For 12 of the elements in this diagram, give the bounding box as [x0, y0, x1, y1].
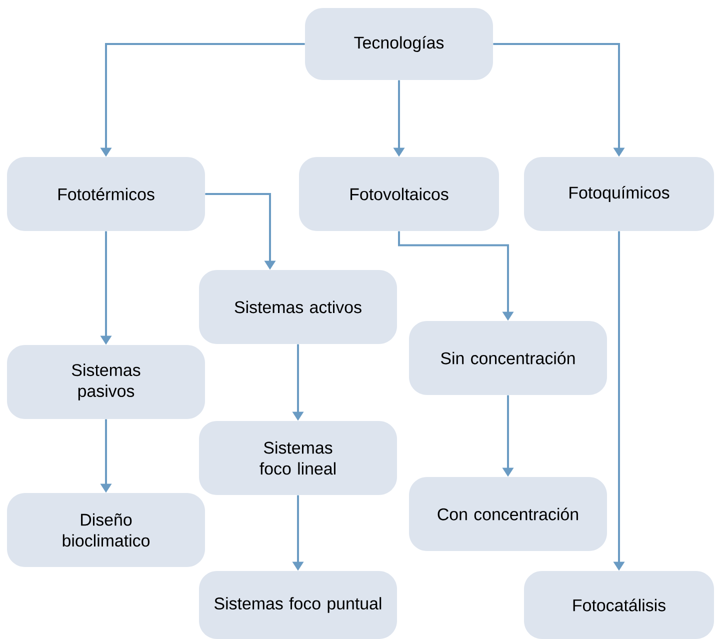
process-box: Con concentración — [409, 477, 607, 551]
process-box: Sistemas pasivos — [7, 345, 205, 419]
process-box: Fototérmicos — [7, 157, 205, 231]
process-box: Tecnologías — [305, 8, 493, 80]
process-box: Sistemas foco lineal — [199, 421, 397, 495]
process-box: Fotoquímicos — [524, 157, 714, 231]
process-box: Sin concentración — [409, 321, 607, 395]
process-box: Sistemas foco puntual — [199, 571, 397, 639]
process-box: Sistemas activos — [199, 270, 397, 344]
process-box: Diseño bioclimatico — [7, 493, 205, 567]
process-box: Fotocatálisis — [524, 571, 714, 639]
process-box: Fotovoltaicos — [299, 157, 499, 231]
